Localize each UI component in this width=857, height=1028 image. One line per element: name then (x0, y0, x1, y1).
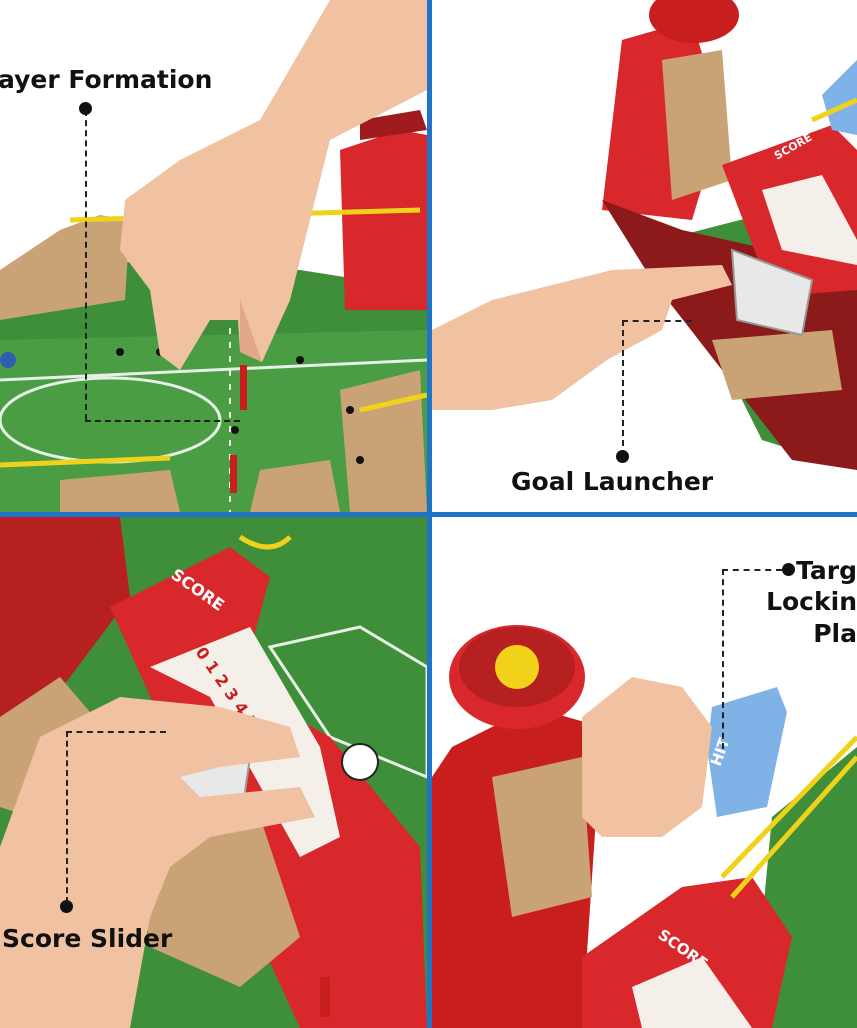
panel-score-slider: SCORE 0 1 2 3 4 5 Score Slider (0, 517, 427, 1028)
panel-player-formation: ayer Formation (0, 0, 427, 512)
goal-launcher-leader-horizontal (622, 320, 692, 322)
target-locking-label-line-3: Pla (813, 618, 857, 648)
panel-target-locking: HIT SCORE Targ Lockin Pla (432, 517, 857, 1028)
target-locking-label: Targ Lockin Pla (762, 555, 857, 649)
score-slider-photo: SCORE 0 1 2 3 4 5 (0, 517, 427, 1028)
player-formation-leader-horizontal (85, 420, 240, 422)
player-formation-label: ayer Formation (0, 65, 213, 94)
target-locking-leader-horizontal (722, 569, 782, 571)
panel-goal-launcher: SCORE Goal Launcher (432, 0, 857, 512)
target-locking-label-line-1: Targ (796, 556, 857, 585)
player-formation-photo (0, 0, 427, 512)
score-slider-leader-vertical (66, 731, 68, 903)
score-slider-label: Score Slider (2, 924, 173, 953)
goal-launcher-leader-vertical (622, 320, 624, 456)
player-formation-leader-vertical (85, 110, 87, 420)
player-formation-dot (79, 102, 92, 115)
target-locking-label-line-2: Lockin (766, 587, 857, 617)
goal-launcher-dot (616, 450, 629, 463)
target-locking-photo: HIT SCORE (432, 517, 857, 1028)
goal-launcher-photo: SCORE (432, 0, 857, 512)
score-slider-leader-horizontal (66, 731, 166, 733)
goal-launcher-label: Goal Launcher (511, 467, 714, 496)
target-locking-dot (782, 563, 795, 576)
target-locking-leader-vertical (722, 569, 724, 749)
score-slider-dot (60, 900, 73, 913)
